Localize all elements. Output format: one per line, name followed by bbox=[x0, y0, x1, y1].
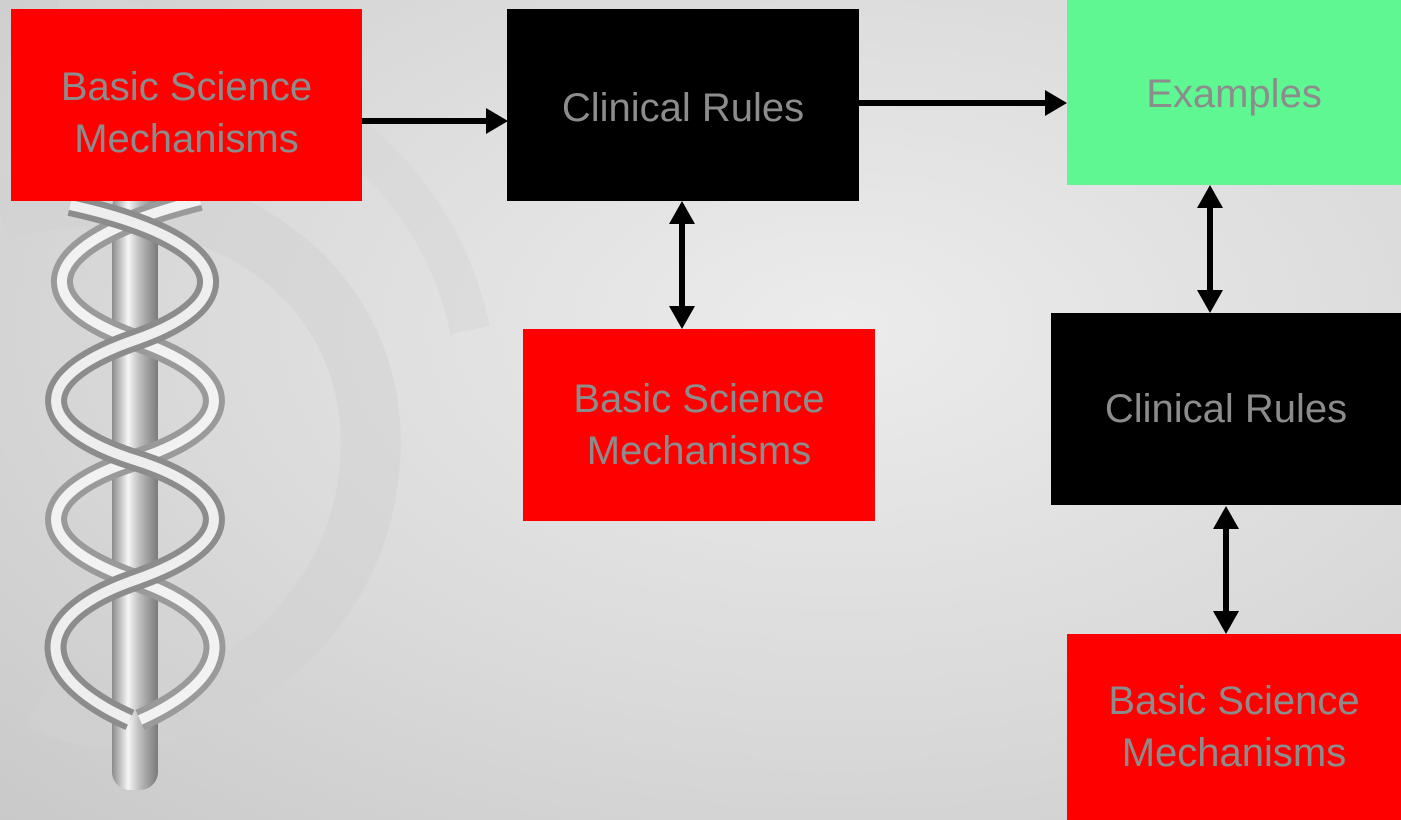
arrow-clinical-rules-to-basic-science-lower-bidirectional bbox=[1213, 506, 1239, 634]
basic-science-mechanisms-label-2: Basic Science Mechanisms bbox=[573, 377, 825, 473]
basic-science-mechanisms-label-1: Basic Science Mechanisms bbox=[60, 65, 313, 161]
arrow-examples-to-clinical-rules-bidirectional bbox=[1197, 185, 1223, 313]
examples-box: Examples bbox=[1067, 0, 1401, 185]
examples-label: Examples bbox=[1146, 72, 1322, 116]
arrow-basic-science-to-clinical-rules bbox=[362, 108, 508, 134]
basic-science-mechanisms-box-2: Basic Science Mechanisms bbox=[523, 329, 875, 521]
arrow-clinical-rules-to-basic-science-bidirectional bbox=[669, 201, 695, 329]
arrow-clinical-rules-to-examples bbox=[859, 90, 1067, 116]
clinical-rules-box-1: Clinical Rules bbox=[507, 9, 859, 201]
basic-science-mechanisms-label-3: Basic Science Mechanisms bbox=[1108, 679, 1360, 775]
basic-science-mechanisms-box-3: Basic Science Mechanisms bbox=[1067, 634, 1401, 820]
basic-science-mechanisms-box-1: Basic Science Mechanisms bbox=[11, 9, 362, 201]
clinical-rules-box-2: Clinical Rules bbox=[1051, 313, 1401, 505]
clinical-rules-label-1: Clinical Rules bbox=[561, 86, 805, 130]
clinical-rules-label-2: Clinical Rules bbox=[1104, 387, 1348, 431]
